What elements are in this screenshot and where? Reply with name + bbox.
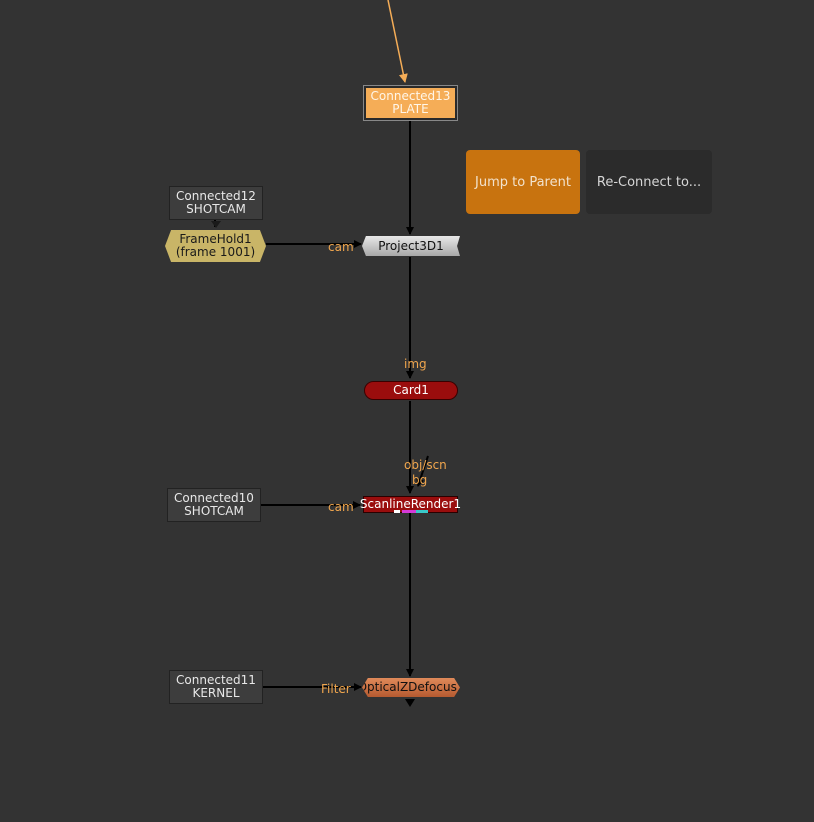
node-connected11-kernel[interactable]: Connected11 KERNEL xyxy=(169,670,263,704)
jump-to-parent-button[interactable]: Jump to Parent xyxy=(466,150,580,214)
node-project3d1-label: Project3D1 xyxy=(378,238,444,253)
node-card1-label: Card1 xyxy=(393,383,429,397)
node-framehold1[interactable]: FrameHold1 (frame 1001) xyxy=(165,230,266,262)
node-opticalzdefocus1-label: OpticalZDefocus1 xyxy=(357,680,465,694)
input-label-scanline-cam: cam xyxy=(328,500,354,514)
node-connected12-title: Connected12 xyxy=(176,189,256,203)
node-connected12-sub: SHOTCAM xyxy=(186,202,246,216)
node-connected13-title: Connected13 xyxy=(370,89,451,103)
scanline-indicator-white xyxy=(394,510,400,513)
node-connected13-sub: PLATE xyxy=(392,102,429,116)
scanline-indicator-magenta xyxy=(402,510,416,513)
input-label-scanline-objscn: obj/scn xyxy=(404,458,447,472)
node-framehold1-sub: (frame 1001) xyxy=(175,245,256,259)
input-label-scanline-bg: bg xyxy=(412,473,428,487)
input-label-card-img: img xyxy=(404,357,427,371)
node-scanlinerender1-label: ScanlineRender1 xyxy=(359,497,462,511)
reconnect-to-button[interactable]: Re-Connect to... xyxy=(586,150,712,214)
node-opticalzdefocus1[interactable]: OpticalZDefocus1 xyxy=(362,678,460,697)
node-connected10-title: Connected10 xyxy=(174,491,254,505)
node-project3d1[interactable]: Project3D1 xyxy=(362,236,460,256)
defocus-output-arrow xyxy=(405,699,415,707)
node-connected11-title: Connected11 xyxy=(176,673,256,687)
node-connected10-shotcam[interactable]: Connected10 SHOTCAM xyxy=(167,488,261,522)
wire-objscn-input[interactable] xyxy=(416,455,429,487)
scanline-indicator-cyan xyxy=(416,510,428,513)
input-label-defocus-filter: Filter xyxy=(321,682,351,696)
input-label-project-cam: cam xyxy=(328,240,354,254)
node-connected10-sub: SHOTCAM xyxy=(184,504,244,518)
node-framehold1-title: FrameHold1 xyxy=(179,232,252,246)
node-connected11-sub: KERNEL xyxy=(192,686,240,700)
node-card1[interactable]: Card1 xyxy=(364,381,458,400)
node-connected13-plate[interactable]: Connected13 PLATE xyxy=(363,85,458,121)
framehold-input-arrow xyxy=(211,221,221,228)
wire-incoming-plate[interactable] xyxy=(387,0,408,83)
node-connected12-shotcam[interactable]: Connected12 SHOTCAM xyxy=(169,186,263,220)
